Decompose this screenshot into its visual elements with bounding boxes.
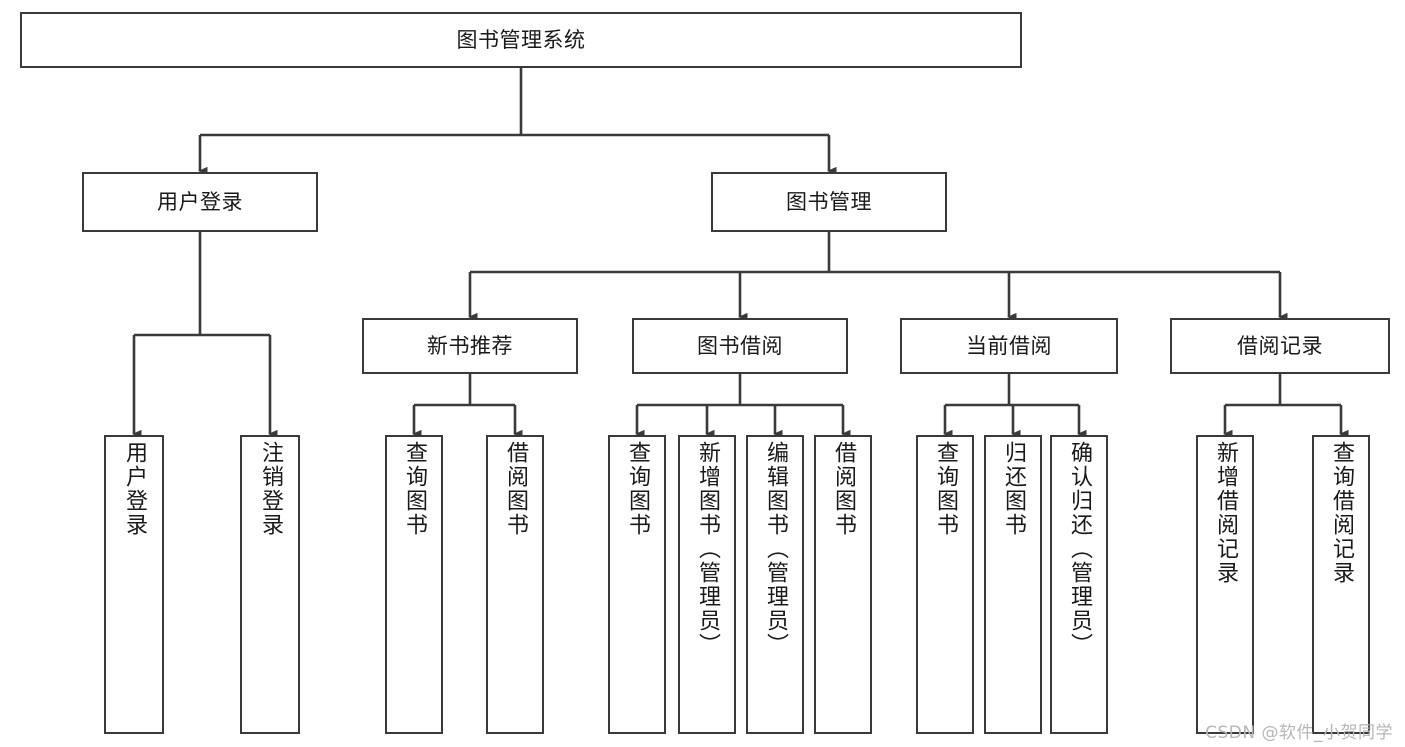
node-root: 图书管理系统 (20, 12, 1022, 68)
node-leaf-user-login: 用户登录 (104, 435, 164, 734)
node-label: 当前借阅 (966, 333, 1052, 358)
node-label: 归还图书 (1001, 441, 1026, 537)
node-leaf-query-book-2: 查询图书 (608, 435, 666, 734)
node-label: 图书管理系统 (456, 27, 586, 52)
node-label: 确认归还（管理员） (1067, 441, 1092, 657)
node-leaf-return-book: 归还图书 (984, 435, 1042, 734)
node-book-manage: 图书管理 (711, 172, 947, 232)
node-label: 图书管理 (786, 189, 872, 214)
node-label: 用户登录 (122, 441, 147, 537)
node-label: 编辑图书（管理员） (763, 441, 788, 657)
node-label: 用户登录 (157, 189, 243, 214)
node-label: 新增图书（管理员） (695, 441, 720, 657)
node-label: 借阅图书 (503, 441, 528, 537)
node-leaf-edit-book: 编辑图书（管理员） (746, 435, 804, 734)
node-label: 新书推荐 (427, 333, 513, 358)
node-label: 注销登录 (258, 441, 283, 537)
node-leaf-query-book-1: 查询图书 (385, 435, 443, 734)
node-borrow-record: 借阅记录 (1170, 318, 1390, 374)
node-label: 查询借阅记录 (1329, 441, 1354, 585)
node-leaf-confirm-return: 确认归还（管理员） (1050, 435, 1108, 734)
node-label: 新增借阅记录 (1213, 441, 1238, 585)
node-label: 借阅记录 (1237, 333, 1323, 358)
node-label: 查询图书 (933, 441, 958, 537)
node-label: 查询图书 (625, 441, 650, 537)
node-label: 图书借阅 (697, 333, 783, 358)
node-leaf-user-logout: 注销登录 (240, 435, 300, 734)
node-user-login: 用户登录 (82, 172, 318, 232)
node-leaf-add-record: 新增借阅记录 (1196, 435, 1254, 734)
node-leaf-borrow-book-1: 借阅图书 (486, 435, 544, 734)
node-label: 查询图书 (402, 441, 427, 537)
node-leaf-borrow-book-2: 借阅图书 (814, 435, 872, 734)
node-label: 借阅图书 (831, 441, 856, 537)
node-new-book-rec: 新书推荐 (362, 318, 578, 374)
node-leaf-query-book-3: 查询图书 (916, 435, 974, 734)
node-current-borrow: 当前借阅 (900, 318, 1118, 374)
node-book-borrow: 图书借阅 (632, 318, 848, 374)
node-leaf-add-book: 新增图书（管理员） (678, 435, 736, 734)
csdn-watermark: CSDN @软件_小贺同学 (1205, 723, 1393, 743)
node-leaf-query-record: 查询借阅记录 (1312, 435, 1370, 734)
